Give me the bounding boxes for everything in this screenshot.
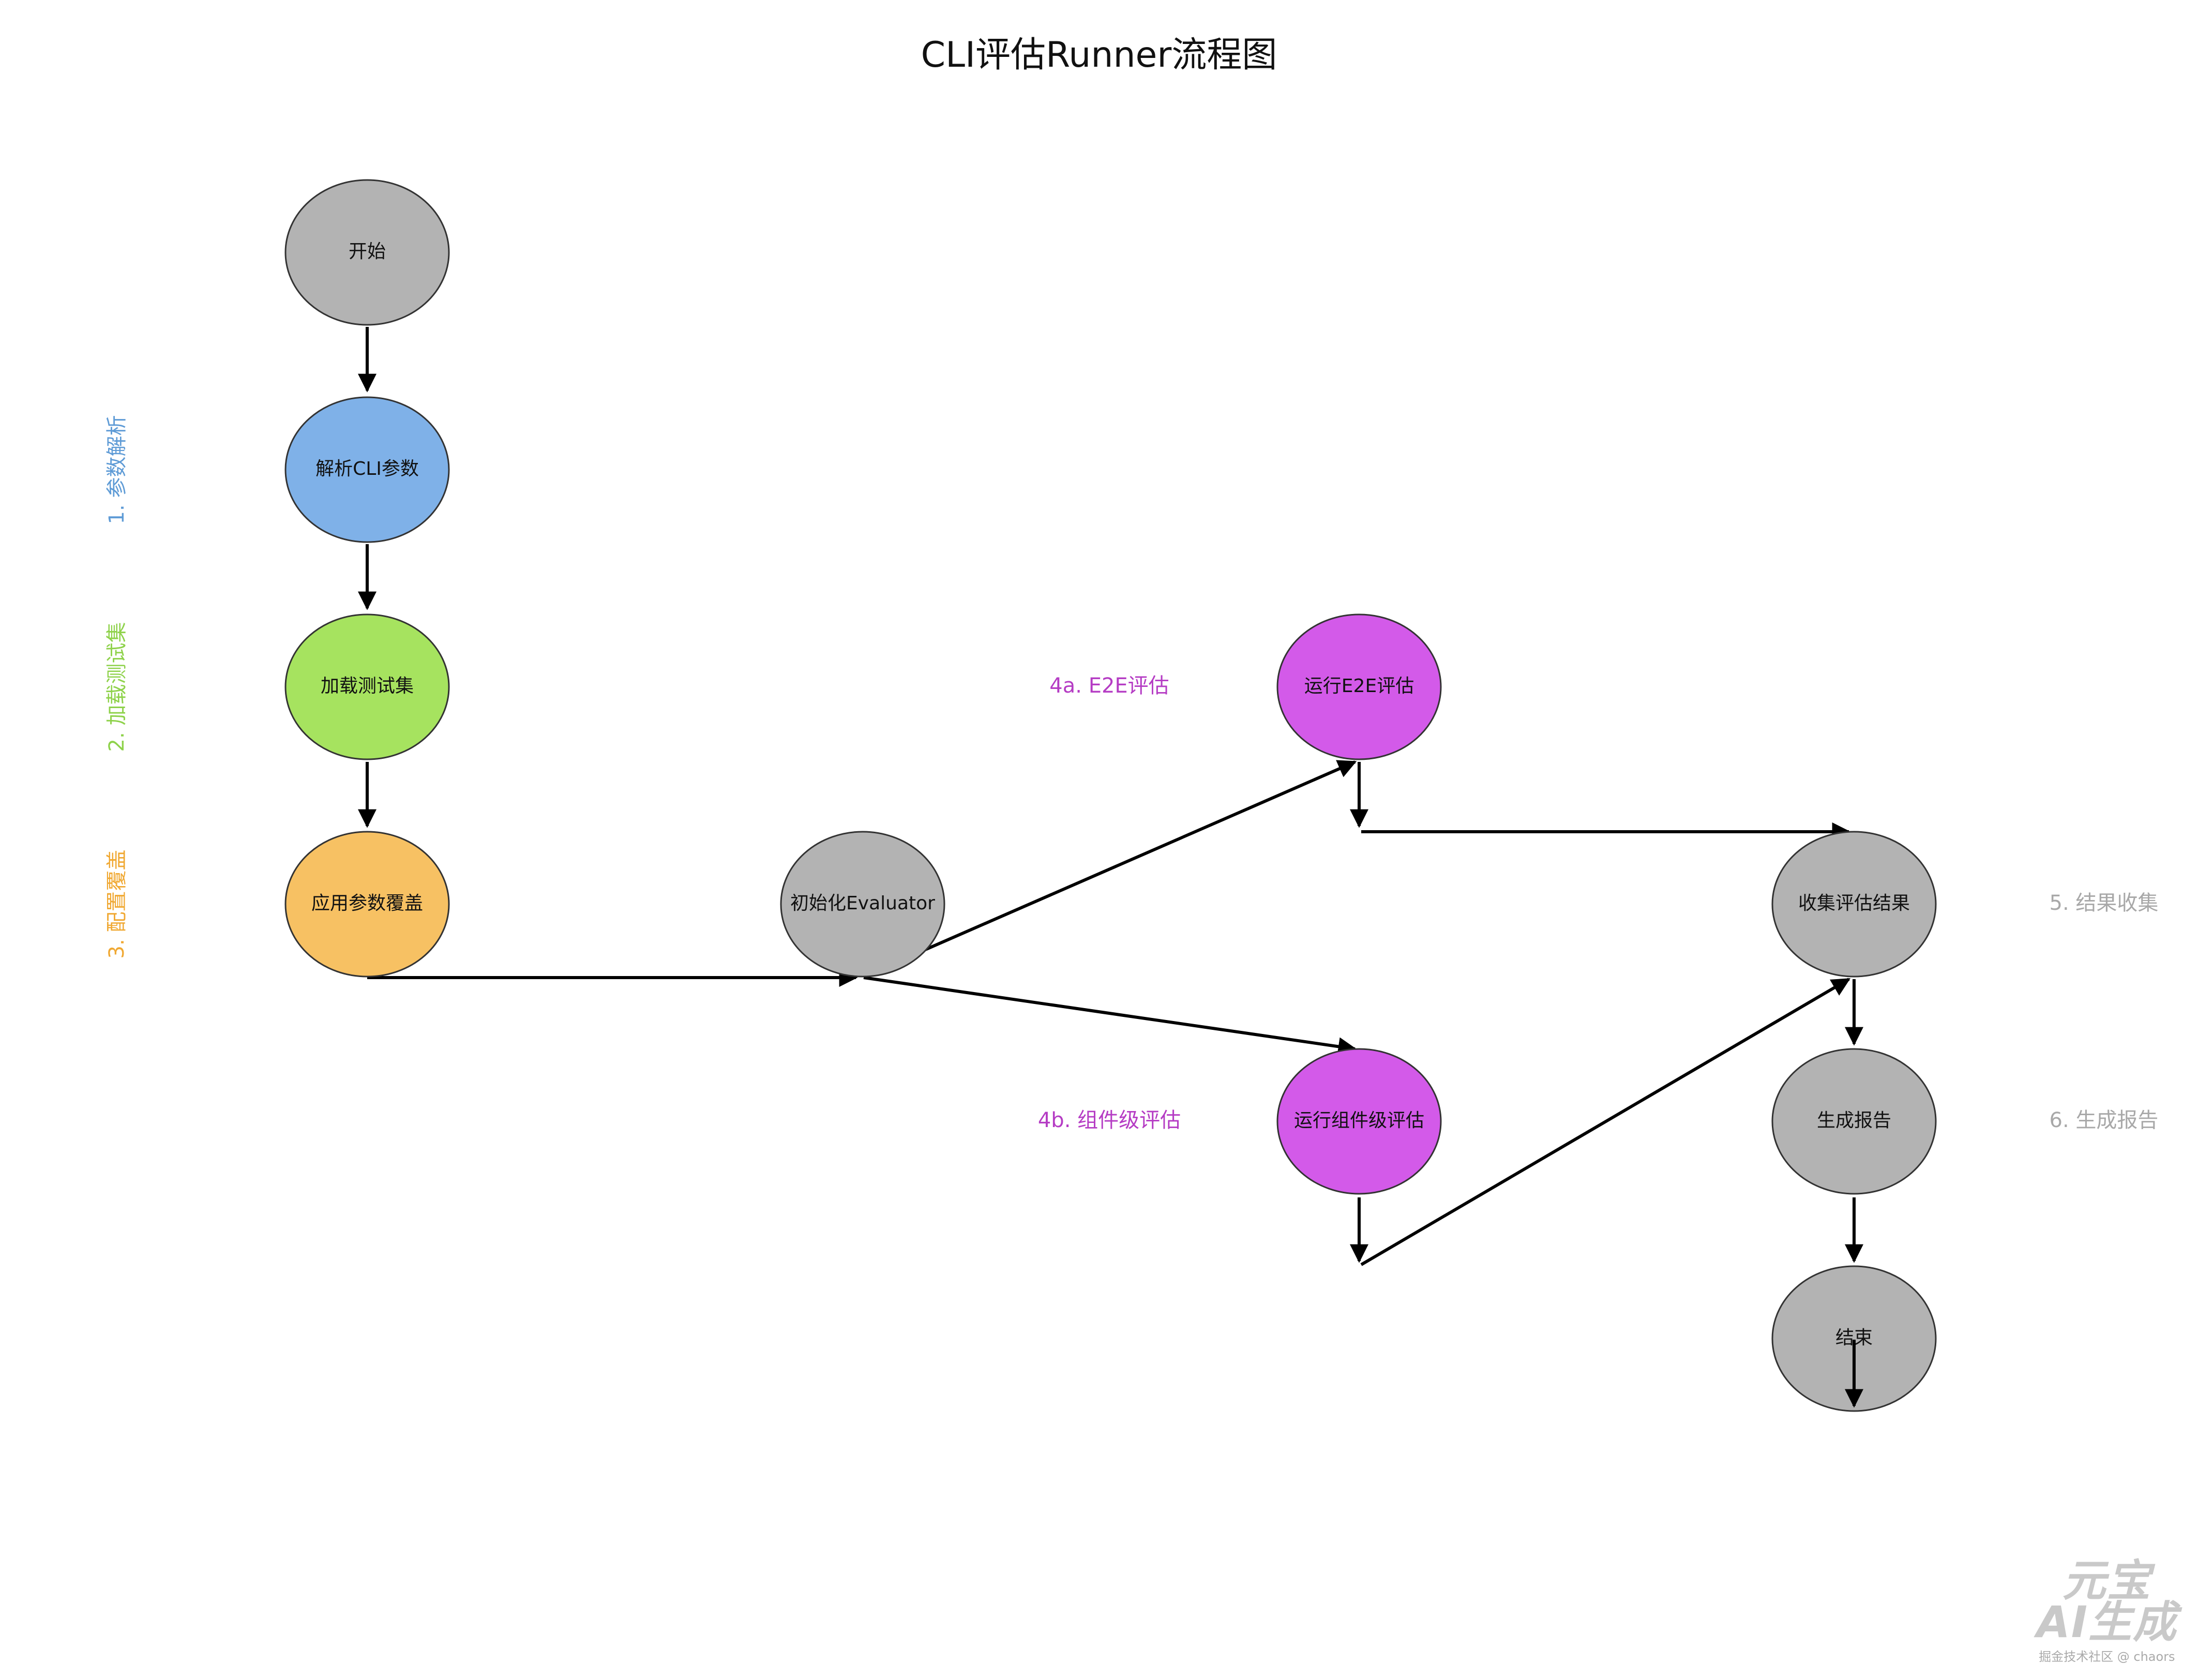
node-collect-shape bbox=[1771, 831, 1937, 978]
stage-label-4a: 4a. E2E评估 bbox=[1049, 674, 1169, 698]
node-load-label: 加载测试集 bbox=[321, 676, 414, 697]
node-report: 生成报告 bbox=[1771, 1048, 1937, 1195]
node-init: 初始化Evaluator bbox=[780, 831, 945, 978]
edges bbox=[358, 327, 1863, 1266]
node-component-shape bbox=[1276, 1048, 1442, 1195]
node-parse-label: 解析CLI参数 bbox=[315, 458, 419, 479]
node-parse: 解析CLI参数 bbox=[284, 396, 450, 543]
watermark: 元宝 AI生成 掘金技术社区 @ chaors bbox=[2036, 1555, 2177, 1664]
node-load-shape bbox=[284, 613, 450, 760]
node-start-label: 开始 bbox=[349, 241, 386, 262]
node-collect: 收集评估结果 bbox=[1771, 831, 1937, 978]
stage-label-1: 1. 参数解析 bbox=[105, 415, 129, 524]
node-e2e-shape bbox=[1276, 613, 1442, 760]
node-e2e: 运行E2E评估 bbox=[1276, 613, 1442, 760]
node-collect-label: 收集评估结果 bbox=[1798, 893, 1910, 914]
edge-component-collect bbox=[1360, 978, 1851, 1266]
watermark-line1: 元宝 bbox=[2062, 1555, 2151, 1607]
node-parse-shape bbox=[284, 396, 450, 543]
stage-label-4b: 4b. 组件级评估 bbox=[1038, 1108, 1181, 1132]
node-report-shape bbox=[1771, 1048, 1937, 1195]
node-report-label: 生成报告 bbox=[1817, 1110, 1891, 1131]
stage-label-3: 3. 配置覆盖 bbox=[105, 850, 129, 959]
node-override-label: 应用参数覆盖 bbox=[311, 893, 423, 914]
node-init-shape bbox=[780, 831, 945, 978]
node-override: 应用参数覆盖 bbox=[284, 831, 450, 978]
node-component: 运行组件级评估 bbox=[1276, 1048, 1442, 1195]
node-init-label: 初始化Evaluator bbox=[790, 893, 935, 914]
node-component-label: 运行组件级评估 bbox=[1294, 1110, 1424, 1131]
edge-init-component bbox=[863, 976, 1357, 1056]
watermark-line2: AI生成 bbox=[2036, 1597, 2177, 1648]
node-start-shape bbox=[284, 179, 450, 326]
node-e2e-label: 运行E2E评估 bbox=[1304, 676, 1414, 697]
stage-label-2: 2. 加载测试集 bbox=[105, 622, 129, 752]
node-override-shape bbox=[284, 831, 450, 978]
node-load: 加载测试集 bbox=[284, 613, 450, 760]
stage-label-6: 6. 生成报告 bbox=[2050, 1108, 2159, 1132]
node-end-shape bbox=[1771, 1265, 1937, 1412]
edge-init-e2e bbox=[863, 760, 1357, 978]
watermark-line3: 掘金技术社区 @ chaors bbox=[2039, 1649, 2175, 1664]
stage-label-5: 5. 结果收集 bbox=[2050, 891, 2159, 915]
node-start: 开始 bbox=[284, 179, 450, 326]
node-end: 结束 bbox=[1771, 1265, 1937, 1412]
diagram-title: CLI评估Runner流程图 bbox=[921, 35, 1277, 76]
